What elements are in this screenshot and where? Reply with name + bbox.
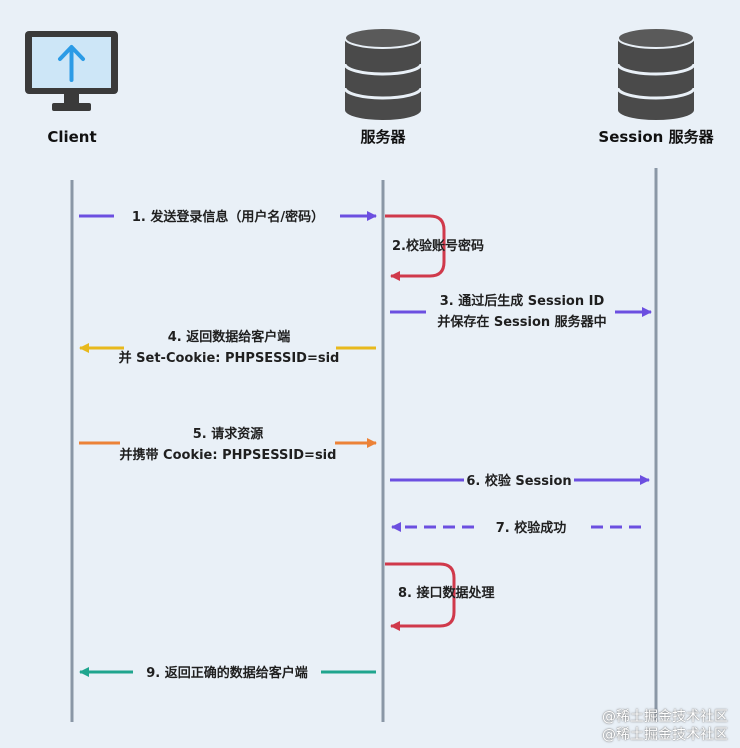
step-6-label: 6. 校验 Session [466, 473, 571, 489]
step-4-label-line2: 并 Set-Cookie: PHPSESSID=sid [119, 350, 340, 366]
step-9-message: 9. 返回正确的数据给客户端 [79, 665, 376, 681]
step-5-label-line2: 并携带 Cookie: PHPSESSID=sid [120, 447, 337, 463]
server-database-icon [343, 27, 423, 120]
step-7-message: 7. 校验成功 [391, 520, 641, 536]
client-label: Client [47, 128, 96, 146]
session-server-label: Session 服务器 [598, 128, 714, 146]
server-label: 服务器 [360, 128, 406, 146]
client-monitor-icon [25, 31, 118, 111]
step-1-message: 1. 发送登录信息（用户名/密码） [79, 209, 377, 225]
step-4-message: 4. 返回数据给客户端 并 Set-Cookie: PHPSESSID=sid [79, 329, 376, 366]
session-server-database-icon [616, 27, 696, 120]
step-2-label: 2.校验账号密码 [392, 238, 484, 254]
watermark-line-2: @稀土掘金技术社区 [602, 727, 728, 743]
step-7-label: 7. 校验成功 [496, 520, 567, 536]
step-8-self-message: 8. 接口数据处理 [385, 562, 495, 631]
step-4-label-line1: 4. 返回数据给客户端 [168, 329, 291, 345]
step-3-label-line2: 并保存在 Session 服务器中 [437, 314, 606, 330]
step-9-label: 9. 返回正确的数据给客户端 [146, 665, 308, 681]
step-3-message: 3. 通过后生成 Session ID 并保存在 Session 服务器中 [390, 293, 652, 330]
step-5-message: 5. 请求资源 并携带 Cookie: PHPSESSID=sid [79, 426, 377, 463]
step-6-message: 6. 校验 Session [390, 473, 650, 489]
step-3-label-line1: 3. 通过后生成 Session ID [440, 293, 605, 309]
step-5-label-line1: 5. 请求资源 [193, 426, 264, 442]
step-1-label: 1. 发送登录信息（用户名/密码） [132, 209, 324, 225]
step-2-self-message: 2.校验账号密码 [385, 214, 484, 281]
step-8-label: 8. 接口数据处理 [398, 585, 495, 601]
watermark-line-1: @稀土掘金技术社区 [602, 709, 728, 725]
